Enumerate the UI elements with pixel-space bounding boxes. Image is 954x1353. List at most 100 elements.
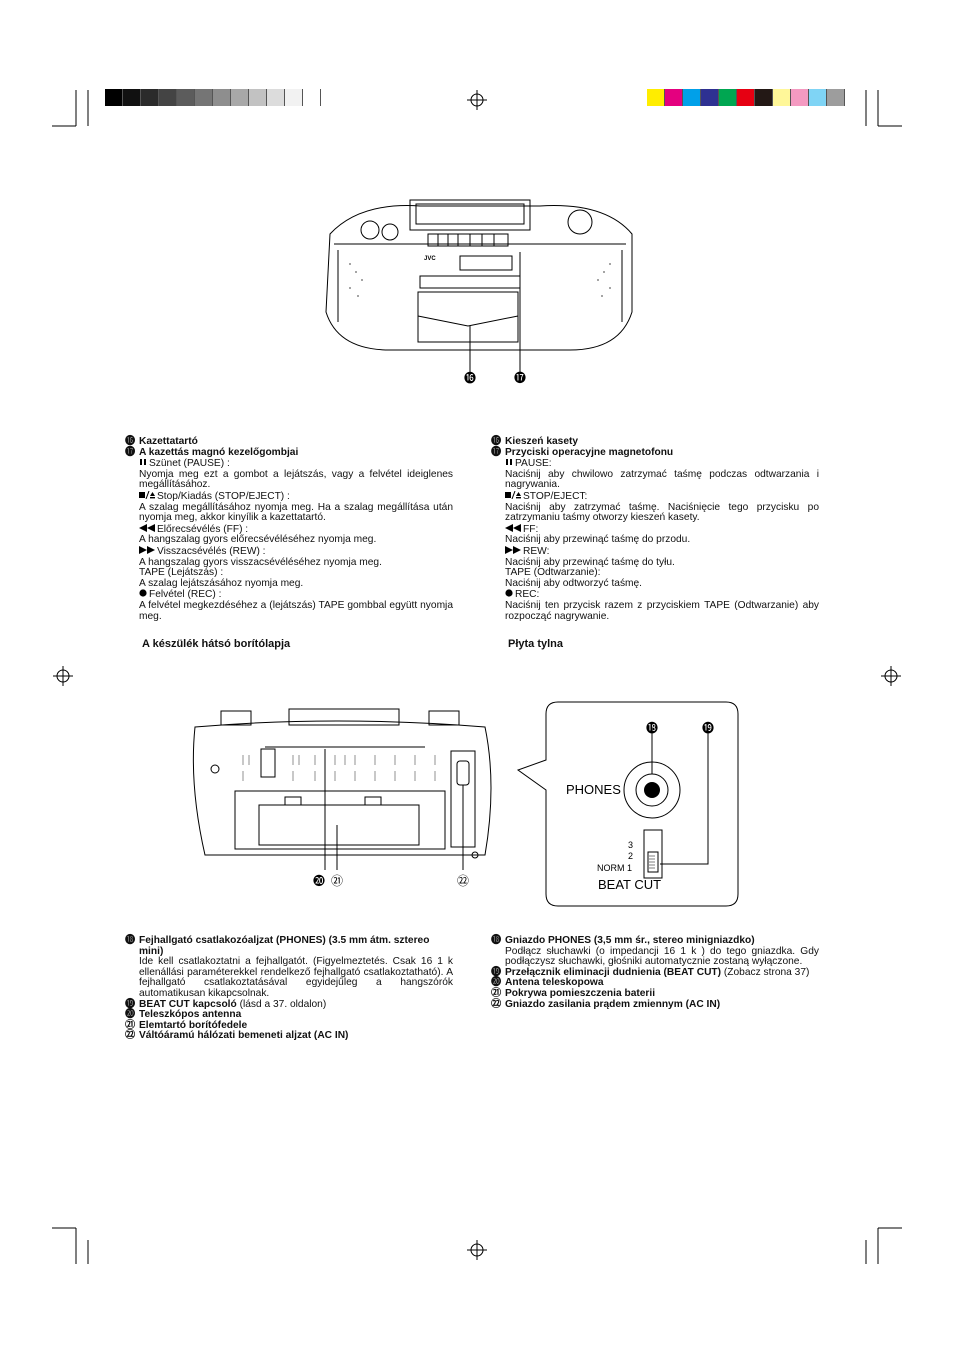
control-description: Naciśnij aby przewinąć taśmę do tyłu. (505, 556, 675, 568)
item-number: ⓴ (125, 1009, 136, 1021)
control-description: A szalag lejátszásához nyomja meg. (139, 577, 304, 589)
control-description: A szalag megállításához nyomja meg. Ha a… (139, 501, 453, 524)
control-label: Előrecsévélés (FF) : (139, 523, 453, 536)
control-label: Stop/Kiadás (STOP/EJECT) : (139, 490, 453, 503)
control-name: TAPE (Lejátszás) : (139, 567, 224, 579)
color-swatch (755, 89, 773, 106)
color-swatch (285, 89, 303, 106)
item-body: Gniazdo PHONES (3,5 mm śr., stereo minig… (505, 935, 819, 968)
item-description: Podłącz słuchawki (o impedancji 16 1 k )… (505, 945, 819, 968)
control-name: Visszacsévélés (REW) : (157, 545, 266, 557)
record-icon (139, 589, 147, 600)
back-view-illustration: ⓴ ㉑ ㉒ (192, 708, 492, 888)
control-label: REW: (505, 545, 819, 558)
item-number: ㉑ (125, 1019, 136, 1031)
item-number: ⓳ (491, 966, 502, 978)
color-swatch (105, 89, 123, 106)
control-label: TAPE (Odtwarzanie): (505, 567, 819, 579)
switch-position-norm1: NORM 1 (597, 863, 632, 873)
color-swatch (231, 89, 249, 106)
item-body: Elemtartó borítófedele (139, 1019, 453, 1032)
color-swatch (719, 89, 737, 106)
rewind-icon (505, 523, 521, 535)
color-swatch (303, 89, 321, 106)
color-swatch (195, 89, 213, 106)
control-name: Felvétel (REC) : (149, 589, 222, 601)
item-title: Pokrywa pomieszczenia baterii (505, 987, 656, 999)
item-description: (Zobacz strona 37) (721, 966, 810, 978)
item-title: Gniazdo zasilania prądem zmiennym (AC IN… (505, 998, 721, 1010)
fast-forward-icon (139, 545, 155, 557)
control-name: REW: (523, 545, 550, 557)
stop-eject-icon (505, 490, 521, 502)
color-swatch (827, 89, 845, 106)
front-logo: JVC (424, 256, 436, 262)
color-swatch (159, 89, 177, 106)
grayscale-bar (105, 89, 321, 106)
crosshair-icon (53, 90, 901, 1260)
pause-icon (505, 458, 513, 469)
callout-17: ⓱ (514, 371, 526, 385)
item-title: Fejhallgató csatlakozóaljzat (PHONES) (3… (139, 935, 430, 957)
item-title: Elemtartó borítófedele (139, 1019, 248, 1031)
item-body: Antena teleskopowa (505, 978, 819, 989)
control-name: PAUSE: (515, 458, 552, 470)
control-name: STOP/EJECT: (523, 490, 588, 502)
callout-21: ㉑ (331, 874, 343, 888)
switch-position-3: 3 (628, 840, 633, 850)
color-bar (647, 89, 845, 106)
item-description: (lásd a 37. oldalon) (236, 998, 327, 1010)
control-label: REC: (505, 589, 819, 601)
control-label: Felvétel (REC) : (139, 589, 453, 601)
callout-22: ㉒ (457, 874, 469, 888)
switch-position-2: 2 (628, 851, 633, 861)
item-title: Gniazdo PHONES (3,5 mm śr., stereo minig… (505, 935, 755, 946)
item-body: Teleszkópos antenna (139, 1009, 453, 1021)
item-number: ㉒ (125, 1030, 136, 1042)
control-name: REC: (515, 589, 540, 601)
item-number: ㉒ (491, 998, 502, 1010)
control-name: Stop/Kiadás (STOP/EJECT) : (157, 490, 290, 502)
item-number: ⓲ (491, 935, 502, 946)
item-title: Váltóáramú hálózati bemeneti aljzat (AC … (139, 1030, 349, 1042)
color-swatch (773, 89, 791, 106)
control-description: Naciśnij aby chwilowo zatrzymać taśmę po… (505, 468, 819, 491)
control-label: Visszacsévélés (REW) : (139, 545, 453, 558)
control-description: A hangszalag gyors visszacsévéléséhez ny… (139, 556, 382, 568)
fast-forward-icon (505, 545, 521, 557)
color-swatch (701, 89, 719, 106)
item-number: ㉑ (491, 987, 502, 999)
rewind-icon (139, 523, 155, 535)
color-swatch (177, 89, 195, 106)
control-label: STOP/EJECT: (505, 490, 819, 503)
color-swatch (665, 89, 683, 106)
left-heading: A készülék hátsó borítólapja (142, 638, 291, 650)
right-controls-list: PAUSE:Naciśnij aby chwilowo zatrzymać ta… (491, 458, 819, 622)
inset-detail-illustration: ⓲ ⓳ PHONES 3 2 NORM 1 BEAT CUT (516, 701, 739, 907)
callout-20: ⓴ (313, 874, 325, 888)
control-description: Nyomja meg ezt a gombot a lejátszás, vag… (139, 468, 453, 491)
color-swatch (267, 89, 285, 106)
color-swatch (809, 89, 827, 106)
control-description: Naciśnij aby przewinąć taśmę do przodu. (505, 534, 691, 546)
control-description: A hangszalag gyors előrecsévéléséhez nyo… (139, 534, 377, 546)
color-swatch (737, 89, 755, 106)
callout-19: ⓳ (702, 721, 714, 735)
left-controls-list: Szünet (PAUSE) :Nyomja meg ezt a gombot … (125, 458, 453, 622)
color-swatch (123, 89, 141, 106)
color-swatch (141, 89, 159, 106)
item-description: Ide kell csatlakoztatni a fejhallgatót. … (139, 956, 453, 999)
